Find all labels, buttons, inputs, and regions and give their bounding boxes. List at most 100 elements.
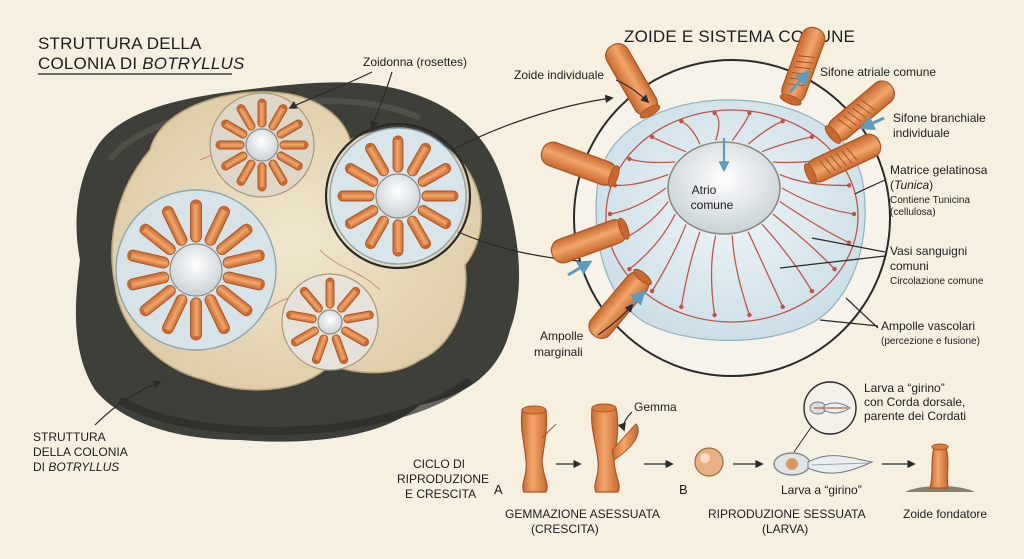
zooid — [161, 294, 188, 335]
zooid — [343, 310, 374, 324]
label-sifone-branchiale-2: individuale — [893, 126, 950, 140]
egg — [694, 447, 724, 477]
label-b: B — [679, 482, 688, 497]
zooid — [127, 249, 170, 269]
riproduzione-line1: RIPRODUZIONE SESSUATA — [708, 507, 866, 521]
zooid — [221, 151, 248, 171]
zooid — [364, 215, 389, 250]
label-ampolle-marginali-2: marginali — [534, 345, 583, 359]
zooid — [325, 277, 335, 309]
label-ampolle-vascolari-1: Ampolle vascolari — [881, 319, 975, 333]
zooid — [276, 119, 303, 139]
larva-inset-line2: con Corda dorsale, — [864, 395, 965, 409]
zooid-system-illustration — [540, 26, 895, 377]
zooid — [139, 284, 176, 317]
zooid — [204, 294, 231, 335]
larva-tadpole — [773, 452, 874, 476]
magnifier-ring — [324, 122, 472, 270]
colony-illustration — [75, 82, 520, 442]
zooid — [311, 334, 329, 365]
right-title: ZOIDE E SISTEMA COMUNE — [624, 27, 855, 46]
label-sifone-branchiale-1: Sifone branchiale — [893, 111, 986, 125]
label-larva: Larva a “girino” — [781, 483, 862, 497]
zooid — [299, 286, 323, 313]
rosette-top — [209, 92, 315, 198]
label-gemma: Gemma — [634, 400, 677, 414]
zooid-individual — [588, 268, 652, 339]
founder-zooid — [905, 443, 975, 492]
caption-line1: STRUTTURA — [33, 430, 106, 444]
zooid — [216, 223, 253, 256]
atrio-line2: comune — [691, 198, 734, 212]
label-zoidonna: Zoidonna (rosettes) — [363, 55, 467, 69]
label-ampolle-vascolari-2: (percezione e fusione) — [881, 336, 980, 347]
zooid — [216, 284, 253, 317]
zooid — [257, 162, 267, 192]
zooid-individual — [803, 133, 882, 185]
zooid — [190, 297, 202, 341]
zoom-arrow-bottom — [457, 231, 592, 266]
label-sifone-atriale: Sifone atriale comune — [820, 65, 936, 79]
zooid — [290, 326, 319, 347]
label-matrice-4: (cellulosa) — [890, 207, 936, 218]
label-matrice-2: (Tunica) — [890, 178, 933, 192]
zooid — [236, 159, 256, 186]
zooid — [236, 104, 256, 131]
zooid — [139, 223, 176, 256]
zooid — [127, 271, 170, 291]
caption-line3: DI BOTRYLLUS — [33, 460, 119, 474]
budding-zooid-a — [520, 405, 557, 493]
riproduzione-line2: (LARVA) — [762, 522, 808, 536]
label-matrice-1: Matrice gelatinosa — [890, 163, 988, 177]
larva-inset-line3: parente dei Cordati — [864, 409, 966, 423]
zooid — [161, 205, 188, 246]
zooid — [364, 142, 389, 177]
zooid — [276, 151, 303, 171]
caption-line2: DELLA COLONIA — [33, 445, 128, 459]
zooid — [268, 104, 288, 131]
gemmazione-line2: (CRESCITA) — [531, 522, 599, 536]
zooid — [344, 162, 379, 187]
ciclo-line1: CICLO DI — [413, 457, 465, 471]
zooid — [421, 190, 459, 202]
rosette-magnified — [324, 122, 472, 270]
ciclo-line2: RIPRODUZIONE — [397, 472, 489, 486]
zooid — [337, 190, 375, 202]
budding-zooid-b — [591, 403, 639, 493]
zooid-individual — [540, 141, 620, 188]
rosette-large — [115, 189, 277, 351]
zooid — [268, 159, 288, 186]
ciclo-line3: E CRESCITA — [405, 487, 476, 501]
zooid — [286, 310, 317, 324]
larva-inset-line1: Larva a “girino” — [864, 381, 945, 395]
zooid — [337, 286, 361, 313]
larva-inset — [793, 381, 857, 453]
gemmazione-line1: GEMMAZIONE ASESSUATA — [505, 507, 660, 521]
left-title-line2: COLONIA DI BOTRYLLUS — [38, 54, 245, 73]
zooid — [417, 205, 452, 230]
zooid — [344, 205, 379, 230]
zooid — [204, 205, 231, 246]
zooid — [190, 199, 202, 243]
zooid — [392, 219, 404, 257]
zooid — [222, 249, 265, 269]
rosette-bottom — [281, 273, 379, 371]
zooid — [392, 135, 404, 173]
zooid — [279, 140, 309, 150]
zooid — [407, 215, 432, 250]
zoom-arrow-top — [451, 94, 614, 151]
label-ampolle-marginali-1: Ampolle — [540, 329, 584, 343]
left-title-line1: STRUTTURA DELLA — [38, 34, 202, 53]
zooid — [417, 162, 452, 187]
zooid — [341, 326, 370, 347]
label-zoide-fondatore: Zoide fondatore — [903, 507, 987, 521]
zooid — [221, 119, 248, 139]
atrio-line1: Atrio — [692, 183, 717, 197]
zooid-individual — [550, 217, 630, 264]
label-a: A — [494, 482, 503, 497]
label-matrice-3: Contiene Tunicina — [890, 195, 970, 206]
zooid — [215, 140, 245, 150]
zooid — [331, 334, 349, 365]
